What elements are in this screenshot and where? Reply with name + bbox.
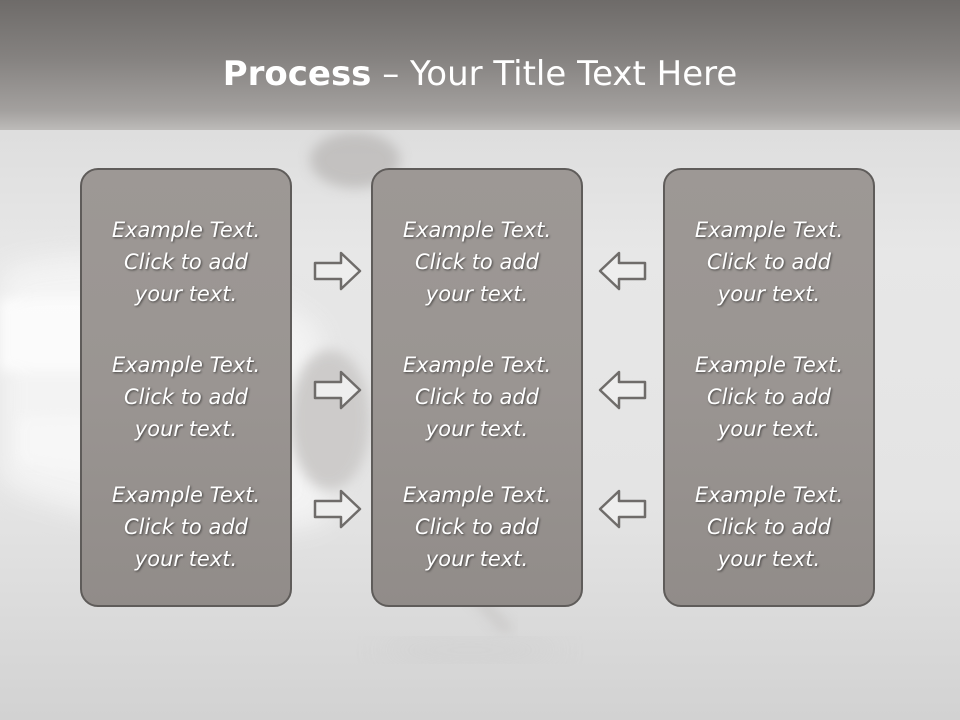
text-block[interactable]: Example Text. Click to add your text. [665, 479, 873, 575]
text-line: Click to add [414, 515, 539, 539]
right-arrow-icon[interactable] [313, 250, 363, 292]
text-block[interactable]: Example Text. Click to add your text. [373, 479, 581, 575]
text-line: Example Text. [402, 353, 552, 377]
text-line: Example Text. [111, 483, 261, 507]
text-line: Click to add [414, 250, 539, 274]
title-bold: Process [222, 54, 372, 94]
text-block[interactable]: Example Text. Click to add your text. [373, 349, 581, 445]
text-line: Click to add [123, 250, 248, 274]
text-line: your text. [717, 547, 821, 571]
right-arrow-icon[interactable] [313, 488, 363, 530]
text-line: your text. [425, 547, 529, 571]
text-line: Click to add [414, 385, 539, 409]
text-line: Example Text. [111, 218, 261, 242]
text-line: your text. [717, 417, 821, 441]
text-line: your text. [425, 417, 529, 441]
text-line: Example Text. [402, 483, 552, 507]
text-line: Example Text. [694, 218, 844, 242]
text-line: Example Text. [694, 483, 844, 507]
text-line: Click to add [706, 515, 831, 539]
text-line: Example Text. [111, 353, 261, 377]
left-arrow-icon[interactable] [597, 369, 647, 411]
text-block[interactable]: Example Text. Click to add your text. [82, 479, 290, 575]
text-block[interactable]: Example Text. Click to add your text. [82, 349, 290, 445]
text-line: your text. [425, 282, 529, 306]
text-line: your text. [134, 282, 238, 306]
text-block[interactable]: Example Text. Click to add your text. [373, 214, 581, 310]
right-text-panel[interactable]: Example Text. Click to add your text. Ex… [663, 168, 875, 607]
left-text-panel[interactable]: Example Text. Click to add your text. Ex… [80, 168, 292, 607]
right-arrow-icon[interactable] [313, 369, 363, 411]
text-line: Click to add [123, 385, 248, 409]
left-arrow-icon[interactable] [597, 488, 647, 530]
text-line: Click to add [123, 515, 248, 539]
slide-title[interactable]: Process – Your Title Text Here [0, 50, 960, 98]
text-line: your text. [717, 282, 821, 306]
text-line: Click to add [706, 385, 831, 409]
title-rest: – Your Title Text Here [371, 54, 738, 94]
center-text-panel[interactable]: Example Text. Click to add your text. Ex… [371, 168, 583, 607]
text-line: your text. [134, 547, 238, 571]
text-block[interactable]: Example Text. Click to add your text. [82, 214, 290, 310]
left-arrow-icon[interactable] [597, 250, 647, 292]
text-line: Example Text. [402, 218, 552, 242]
text-line: your text. [134, 417, 238, 441]
title-band [0, 0, 960, 130]
text-line: Example Text. [694, 353, 844, 377]
text-line: Click to add [706, 250, 831, 274]
text-block[interactable]: Example Text. Click to add your text. [665, 349, 873, 445]
text-block[interactable]: Example Text. Click to add your text. [665, 214, 873, 310]
